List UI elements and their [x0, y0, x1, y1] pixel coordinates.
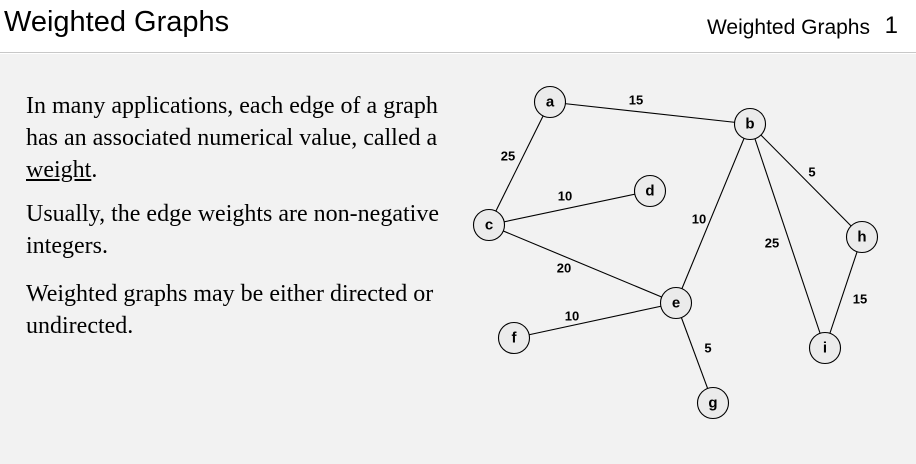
node-label-i: i — [823, 340, 827, 357]
node-circle-a — [533, 85, 567, 119]
slide-title: Weighted Graphs — [4, 6, 230, 38]
edge-b-h — [749, 123, 863, 238]
node-i: i — [808, 331, 842, 365]
node-a: a — [533, 85, 567, 119]
node-g: g — [696, 386, 730, 420]
weight-label-c-d: 10 — [558, 189, 572, 204]
paragraph-2: Usually, the edge weights are non-negati… — [26, 201, 439, 259]
paragraph-3: Weighted graphs may be either directed o… — [26, 281, 434, 339]
paragraph-1: In many applications, each edge of a gra… — [26, 90, 456, 186]
weight-labels-layer: 15 25 10 20 10 5 25 15 10 5 — [501, 93, 867, 356]
slide-header: Weighted Graphs Weighted Graphs 1 — [0, 0, 916, 53]
weight-label-e-b: 10 — [692, 212, 706, 227]
node-b: b — [733, 107, 767, 141]
page-number: 1 — [884, 12, 898, 39]
edge-e-b — [675, 123, 751, 304]
node-circle-e — [659, 286, 693, 320]
node-circle-h — [845, 220, 879, 254]
node-label-h: h — [857, 229, 866, 246]
weight-label-a-c: 25 — [501, 149, 515, 164]
paragraph-1-text: In many applications, each edge of a gra… — [26, 93, 438, 151]
node-circle-b — [733, 107, 767, 141]
edge-c-e — [488, 224, 677, 304]
running-head: Weighted Graphs — [706, 16, 870, 39]
edge-b-i — [749, 123, 826, 349]
node-label-d: d — [645, 183, 654, 200]
weight-label-b-h: 5 — [808, 165, 815, 180]
node-circle-d — [633, 174, 667, 208]
text-block: In many applications, each edge of a gra… — [26, 90, 456, 358]
node-label-g: g — [708, 395, 717, 412]
nodes-layer: a b c d e f g h i — [472, 85, 879, 420]
edge-e-g — [675, 302, 714, 404]
weight-label-c-e: 20 — [557, 261, 571, 276]
edge-f-e — [513, 302, 677, 339]
node-e: e — [659, 286, 693, 320]
edge-c-d — [488, 190, 651, 226]
edge-h-i — [824, 236, 863, 349]
weight-label-a-b: 15 — [629, 93, 643, 108]
node-f: f — [497, 321, 531, 355]
paragraph-1-end: . — [91, 157, 98, 183]
node-circle-f — [497, 321, 531, 355]
weight-label-f-e: 10 — [565, 309, 579, 324]
node-circle-g — [696, 386, 730, 420]
node-label-a: a — [546, 94, 555, 111]
edge-a-b — [549, 101, 751, 125]
weight-label-b-i: 25 — [765, 236, 779, 251]
weight-label-h-i: 15 — [853, 292, 867, 307]
edges-layer — [488, 101, 863, 404]
node-label-b: b — [745, 116, 754, 133]
weight-label-e-g: 5 — [704, 341, 711, 356]
node-circle-i — [808, 331, 842, 365]
node-label-e: e — [672, 295, 680, 312]
node-d: d — [633, 174, 667, 208]
weight-term: weight — [26, 157, 92, 183]
node-circle-c — [472, 208, 506, 242]
node-c: c — [472, 208, 506, 242]
weighted-graph-diagram: 15 25 10 20 10 5 25 15 10 5 a b c d e f g h i — [472, 85, 879, 420]
edge-a-c — [488, 101, 551, 226]
node-label-c: c — [485, 217, 493, 234]
node-h: h — [845, 220, 879, 254]
node-label-f: f — [512, 330, 518, 347]
